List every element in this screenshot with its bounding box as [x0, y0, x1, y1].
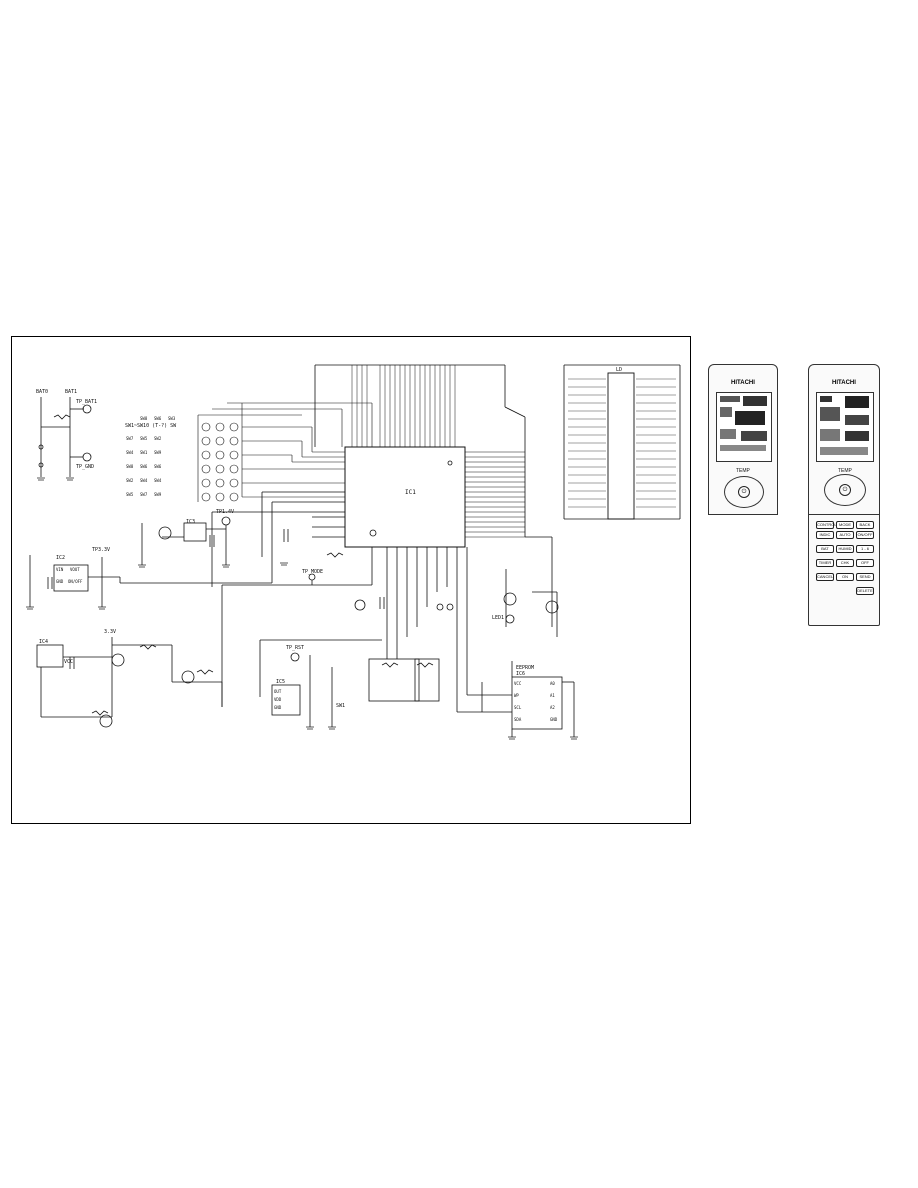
sw-row-1-b: SW5 [140, 436, 148, 441]
send-button[interactable]: SEND [856, 573, 874, 581]
remote-front-left: HITACHI TEMP ⏻ [708, 364, 778, 627]
ic2-label: IC2 [56, 555, 65, 561]
sw-row-5-c: SW9 [154, 492, 162, 497]
lcd-screen [716, 392, 772, 462]
remote-front-right: HITACHI TEMP ⏻ CONTROL MODE BACK INDIC A… [808, 364, 880, 626]
ic3-label: IC3 [186, 519, 195, 525]
delete-button[interactable]: DELETE [856, 587, 874, 595]
eeprom-pin-l0: VCC [514, 681, 522, 686]
vcc-label: VCC [64, 659, 73, 665]
tp-rst-label: TP_RST [286, 645, 304, 651]
tp-3v-label: TP3.3V [92, 547, 110, 553]
temp-label: TEMP [838, 468, 852, 474]
sw-row-3-b: SW6 [140, 464, 148, 469]
back-button[interactable]: BACK [856, 521, 874, 529]
sw-label: SW1 [336, 703, 345, 709]
front-cover [708, 514, 778, 627]
bat-button[interactable]: BAT [816, 545, 834, 553]
cancel-button[interactable]: CANCEL [816, 573, 834, 581]
led-label: LED1 [492, 615, 504, 621]
sw-row-1-a: SW7 [126, 436, 134, 441]
v33-label: 3.3V [104, 629, 116, 635]
lcd-label: LD [616, 367, 622, 373]
sw-row-4-c: SW4 [154, 478, 162, 483]
tp-mode-label: TP_MODE [302, 569, 323, 575]
dpad[interactable]: ⏻ [824, 474, 866, 506]
off-button[interactable]: OFF [856, 559, 874, 567]
ic4-label: IC4 [39, 639, 48, 645]
bat0-label: BAT0 [36, 389, 48, 395]
ic2-pin-1: VOUT [70, 567, 80, 572]
sw-row-4-a: SW2 [126, 478, 134, 483]
sw-row-1-c: SW2 [154, 436, 162, 441]
ic1-label: IC1 [405, 489, 416, 496]
onoff-button[interactable]: ON/OFF [856, 531, 874, 539]
sw-row-0-a: SW8 [140, 416, 148, 421]
sw-row-3-c: SW6 [154, 464, 162, 469]
bat1-label: BAT1 [65, 389, 77, 395]
tp-bat-label: TP_BAT1 [76, 399, 97, 405]
ic2-pin-0: VIN [56, 567, 64, 572]
one-six-button[interactable]: 1 - 6 [856, 545, 874, 553]
lcd-screen [816, 392, 874, 462]
power-icon[interactable]: ⏻ [738, 486, 750, 498]
eeprom-pin-r1: A1 [550, 693, 555, 698]
tp-gnd-label: TP_GND [76, 464, 94, 470]
indic-button[interactable]: INDIC [816, 531, 834, 539]
sw-row-2-a: SW4 [126, 450, 134, 455]
ic5-pin-0: OUT [274, 689, 282, 694]
switch-header: SW1~SW10 (T-?) SW [125, 423, 177, 429]
ic5-label: IC5 [276, 679, 285, 685]
sw-row-4-b: SW4 [140, 478, 148, 483]
ic2-pin-2: GND [56, 579, 64, 584]
ic5-pin-1: VDD [274, 697, 282, 702]
brand-logo: HITACHI [832, 380, 856, 386]
dpad[interactable]: ⏻ [724, 476, 764, 508]
tp-5v-label: TP1.4V [216, 509, 234, 515]
auto-button[interactable]: AUTO [836, 531, 854, 539]
ic2-pin-3: ON/OFF [68, 579, 83, 584]
eeprom-pin-r0: A0 [550, 681, 555, 686]
sw-row-0-b: SW6 [154, 416, 162, 421]
sw-row-5-b: SW7 [140, 492, 148, 497]
chk-button[interactable]: CHK [836, 559, 854, 567]
eeprom-pin-l3: SDA [514, 717, 522, 722]
sw-row-2-c: SW9 [154, 450, 162, 455]
eeprom-pin-l1: WP [514, 693, 519, 698]
sw-row-5-a: SW5 [126, 492, 134, 497]
mode-button[interactable]: MODE [836, 521, 854, 529]
eeprom-ic-label: IC6 [516, 671, 525, 677]
eeprom-pin-r2: A2 [550, 705, 555, 710]
humid-button[interactable]: HUMID [836, 545, 854, 553]
schematic-frame: BAT0 BAT1 TP_BAT1 TP_GND SW1~SW10 (T-?) … [11, 336, 691, 824]
circuit-schematic: BAT0 BAT1 TP_BAT1 TP_GND SW1~SW10 (T-?) … [26, 364, 681, 740]
sw-row-2-b: SW1 [140, 450, 148, 455]
on-button[interactable]: ON [836, 573, 854, 581]
eeprom-label: EEPROM [516, 665, 534, 671]
button-panel: CONTROL MODE BACK INDIC AUTO ON/OFF BAT … [808, 514, 880, 627]
sw-row-3-a: SW8 [126, 464, 134, 469]
ic5-pin-2: GND [274, 705, 282, 710]
brand-logo: HITACHI [731, 380, 755, 386]
sw-row-0-c: SW3 [168, 416, 176, 421]
power-icon[interactable]: ⏻ [839, 484, 851, 496]
control-button[interactable]: CONTROL [816, 521, 837, 529]
timer-button[interactable]: TIMER [816, 559, 834, 567]
eeprom-pin-l2: SCL [514, 705, 522, 710]
eeprom-pin-r3: GND [550, 717, 558, 722]
temp-label: TEMP [736, 468, 750, 474]
